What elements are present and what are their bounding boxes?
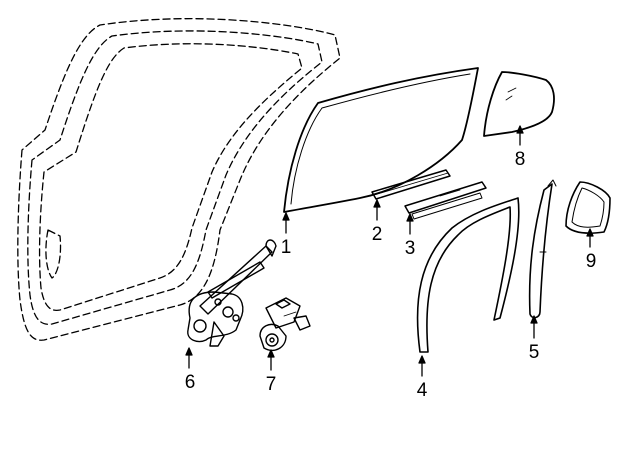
part-4-run-channel bbox=[416, 197, 520, 353]
door-shell-outline bbox=[17, 18, 341, 341]
callout-2: 2 bbox=[372, 224, 383, 245]
part-2-outer-belt-strip bbox=[371, 169, 451, 200]
callout-1: 1 bbox=[281, 237, 292, 258]
callout-6: 6 bbox=[185, 372, 196, 393]
callout-3: 3 bbox=[405, 238, 416, 259]
leader-arrows bbox=[185, 125, 594, 377]
callout-4: 4 bbox=[417, 380, 428, 401]
callout-7: 7 bbox=[266, 374, 277, 395]
callout-labels: 1 2 3 4 5 6 7 8 9 bbox=[185, 149, 597, 401]
callout-9: 9 bbox=[586, 251, 597, 272]
part-6-window-regulator bbox=[187, 239, 277, 347]
part-8-quarter-glass bbox=[483, 71, 555, 137]
part-3-inner-belt-strip bbox=[404, 181, 487, 220]
part-9-quarter-seal bbox=[565, 181, 611, 234]
part-1-door-glass bbox=[283, 67, 479, 213]
callout-5: 5 bbox=[529, 342, 540, 363]
callout-8: 8 bbox=[515, 149, 526, 170]
part-5-frame-trim bbox=[528, 179, 557, 319]
part-7-regulator-motor bbox=[259, 297, 311, 352]
